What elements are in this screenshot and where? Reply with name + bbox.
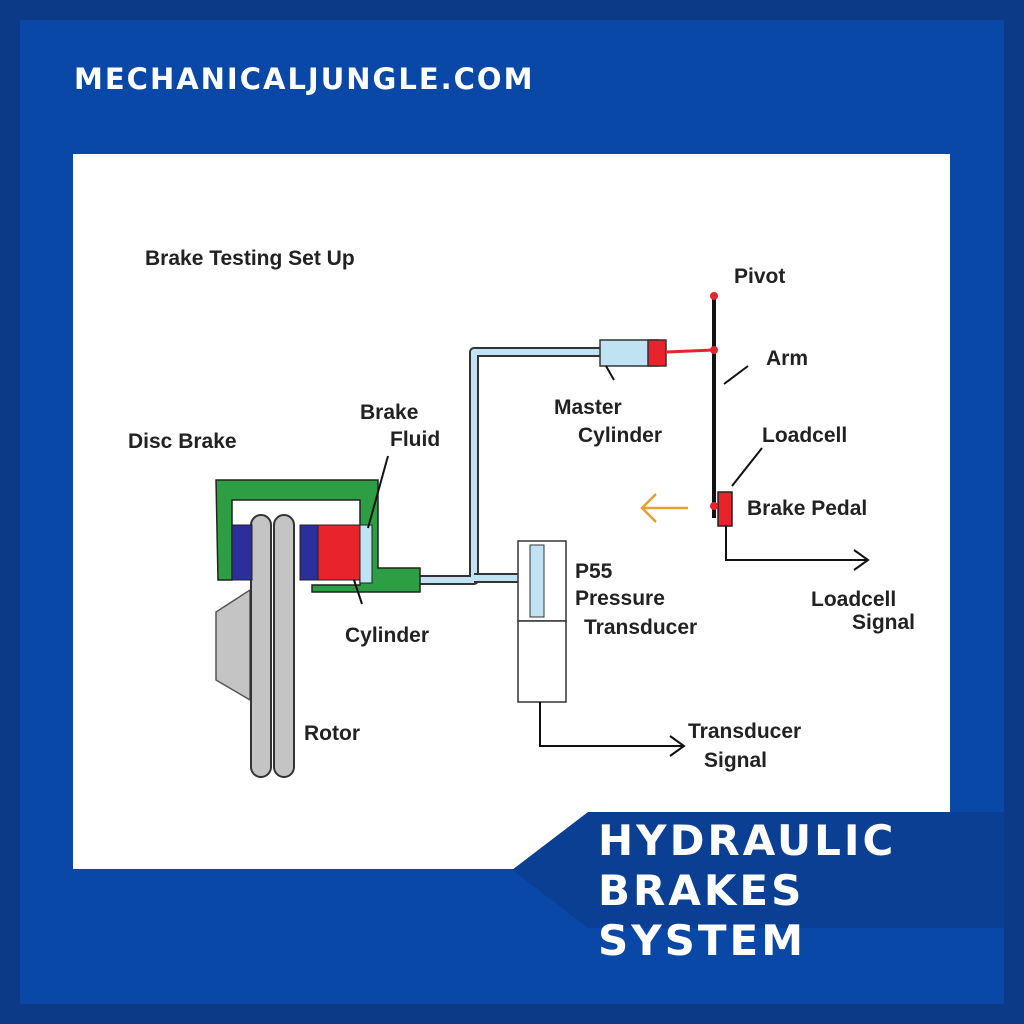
arm-leader (723, 365, 749, 385)
banner-line-2: BRAKES SYSTEM (598, 866, 807, 965)
transducer-sensor (529, 544, 545, 618)
banner-title: HYDRAULIC BRAKES SYSTEM (598, 816, 998, 966)
label-arm: Arm (766, 347, 808, 370)
label-pivot: Pivot (734, 265, 785, 288)
label-brake-fluid-2: Fluid (390, 428, 440, 451)
loadcell-pedal (717, 491, 733, 527)
fluid-leader (367, 455, 389, 529)
transducer-signal-arrow (539, 702, 686, 757)
rotor-disc (250, 514, 272, 778)
rotor-hub (215, 588, 251, 702)
label-p55: P55 (575, 560, 613, 583)
loadcell-signal-arrow (725, 526, 870, 571)
label-rotor: Rotor (304, 722, 360, 745)
label-brake-fluid-1: Brake (360, 401, 418, 424)
label-loadcell: Loadcell (762, 424, 847, 447)
fluid-chamber (359, 524, 373, 584)
arm-joint (710, 346, 718, 354)
outer-brake-pad (231, 524, 253, 581)
label-transducer-signal-1: Transducer (688, 720, 801, 743)
force-arrow (640, 493, 688, 523)
diagram-title: Brake Testing Set Up (145, 247, 355, 270)
site-url: MECHANICALJUNGLE.COM (74, 62, 535, 96)
banner-line-1: HYDRAULIC (598, 816, 897, 865)
label-loadcell-signal-1: Loadcell (811, 588, 896, 611)
master-piston (647, 339, 667, 367)
label-transducer-signal-2: Signal (704, 749, 767, 772)
label-transducer: Transducer (584, 616, 697, 639)
label-disc-brake: Disc Brake (128, 430, 237, 453)
label-loadcell-signal-2: Signal (852, 611, 915, 634)
push-rod (665, 348, 715, 354)
inner-brake-pad (299, 524, 319, 581)
label-master-2: Cylinder (578, 424, 662, 447)
transducer-body (517, 620, 567, 703)
title-banner (512, 812, 1004, 928)
cylinder-leader (353, 579, 363, 605)
loadcell-leader (731, 447, 763, 487)
label-cylinder: Cylinder (345, 624, 429, 647)
label-brake-pedal: Brake Pedal (747, 497, 867, 520)
label-master-1: Master (554, 396, 622, 419)
piston (317, 524, 361, 581)
pivot-point (710, 292, 718, 300)
label-pressure: Pressure (575, 587, 665, 610)
master-leader (605, 365, 615, 381)
